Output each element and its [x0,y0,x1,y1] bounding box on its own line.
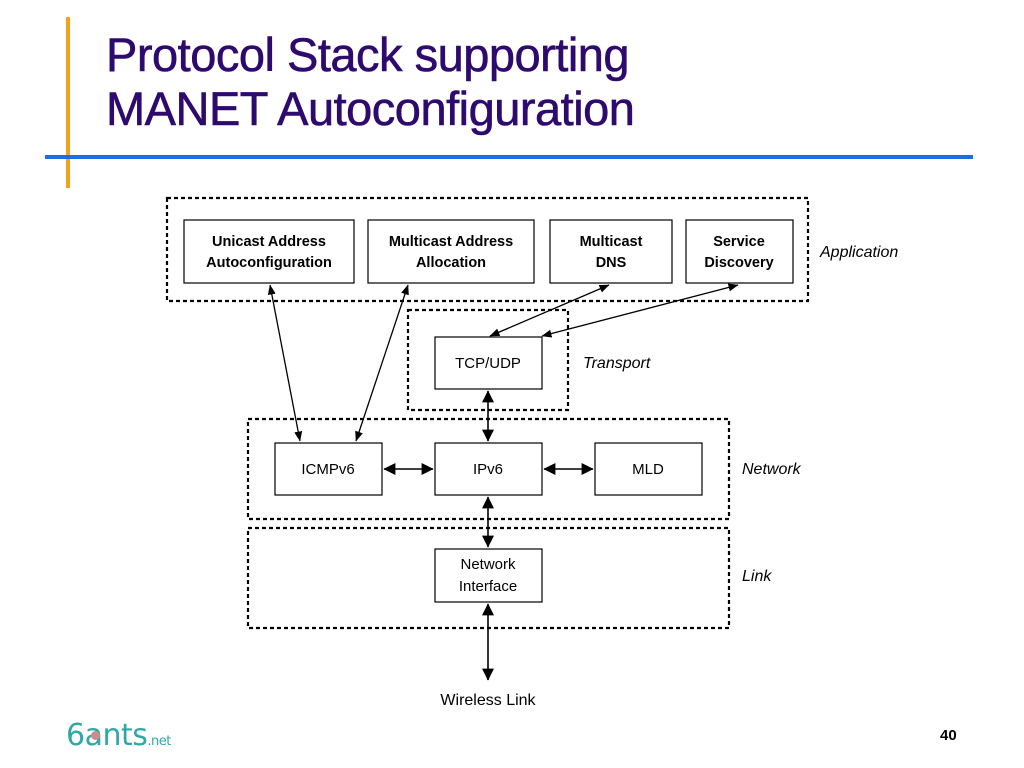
layer-label-network: Network [742,461,802,478]
layer-label-application: Application [819,244,898,261]
box-label: Unicast Address [212,234,326,250]
box-multicast-dns: Multicast DNS [549,219,673,284]
logo-text: 6ants [66,718,148,753]
box-ipv6: IPv6 [434,442,543,496]
page-number: 40 [940,727,957,744]
box-label: Multicast [580,234,643,250]
wireless-link-label: Wireless Link [440,692,536,709]
box-label: DNS [596,255,627,271]
box-label: Discovery [704,255,773,271]
logo-ant-icon [91,731,100,740]
box-label: ICMPv6 [301,461,354,478]
box-label: Interface [459,578,517,595]
box-label: Service [713,234,765,250]
layer-label-link: Link [742,568,772,585]
box-label: MLD [632,461,664,478]
slide-title: Protocol Stack supporting MANET Autoconf… [106,28,636,136]
arrow-service-discovery-to-tcpudp [541,283,739,338]
accent-vertical-bar [66,17,70,188]
box-multicast-address-allocation: Multicast Address Allocation [367,219,535,284]
arrow-unicast-to-icmpv6 [267,284,303,442]
box-network-interface: Network Interface [434,548,543,603]
layer-label-transport: Transport [583,355,651,372]
box-icmpv6: ICMPv6 [274,442,383,496]
box-tcp-udp: TCP/UDP [434,336,543,390]
slide-title-line-2: MANET Autoconfiguration [106,82,636,136]
box-label: Allocation [416,255,486,271]
box-label: Multicast Address [389,234,513,250]
accent-horizontal-bar [45,155,973,159]
6ants-logo: 6ants.net [66,718,171,753]
arrow-multicast-alloc-to-icmpv6 [355,284,409,442]
box-label: TCP/UDP [455,355,521,372]
box-label: Network [460,556,516,573]
box-label: Autoconfiguration [206,255,332,271]
box-unicast-address-autoconfiguration: Unicast Address Autoconfiguration [183,219,355,284]
logo-suffix: .net [147,734,171,749]
box-label: IPv6 [473,461,503,478]
slide-title-line-1: Protocol Stack supporting [106,28,630,82]
box-mld: MLD [594,442,703,496]
box-service-discovery: Service Discovery [685,219,794,284]
application-layer-frame [165,196,810,303]
